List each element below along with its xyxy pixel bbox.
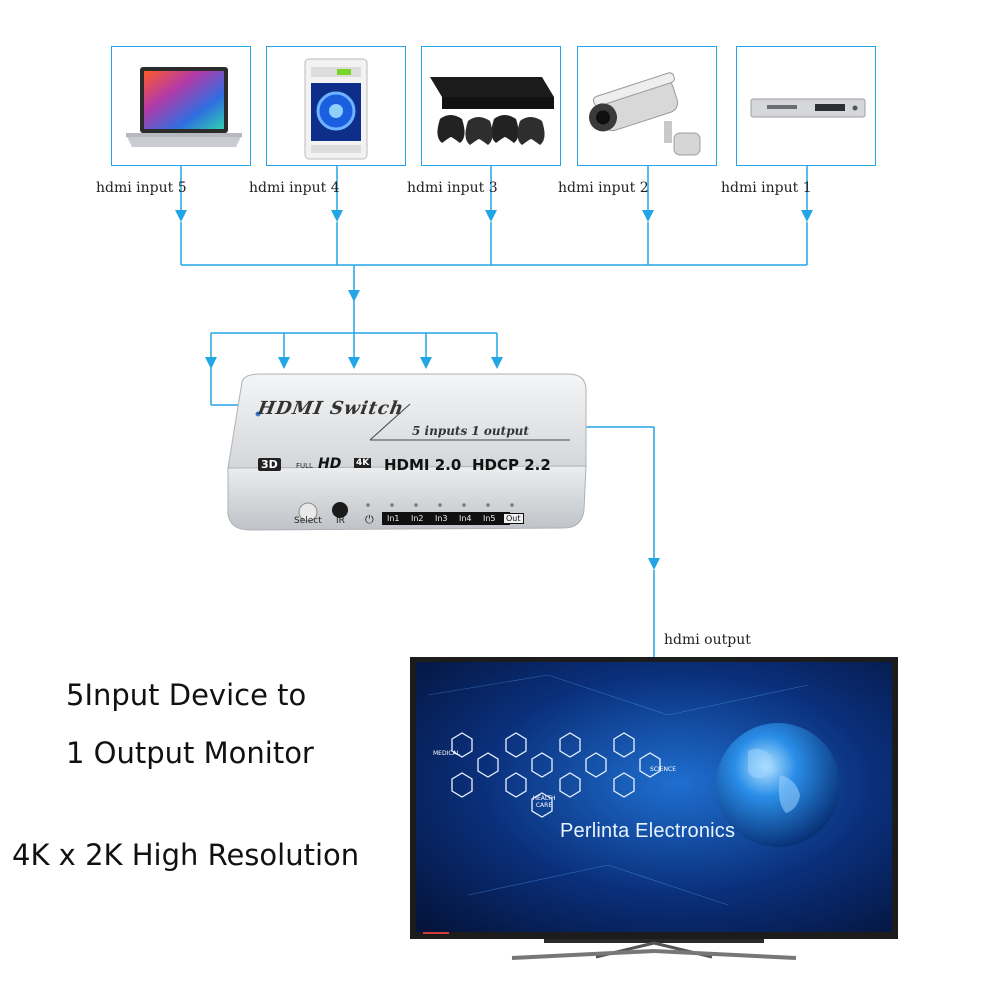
input-label-1: hdmi input 1	[721, 180, 812, 196]
badge-3d: 3D	[258, 458, 281, 471]
tv-monitor	[408, 655, 900, 970]
badge-4k: 4K	[354, 458, 371, 468]
select-button[interactable]: Select	[294, 516, 322, 526]
game-console-icon	[422, 47, 561, 166]
hdcp-spec: HDCP 2.2	[472, 456, 551, 474]
input-label-3: hdmi input 3	[407, 180, 498, 196]
port-label-in1: In1	[387, 514, 400, 523]
port-label-in3: In3	[435, 514, 448, 523]
security-camera-icon	[578, 47, 717, 166]
switch-subtitle: 5 inputs 1 output	[412, 424, 529, 438]
tv-icon-health-care: HEALTH CARE	[530, 795, 558, 809]
badge-hd: HD	[318, 456, 341, 472]
port-label-in5: In5	[483, 514, 496, 523]
hdmi-switch	[220, 370, 600, 540]
port-label-out: Out	[503, 513, 524, 524]
dvd-player-icon	[737, 47, 876, 166]
input-label-4: hdmi input 4	[249, 180, 340, 196]
hdmi-spec: HDMI 2.0	[384, 456, 461, 474]
laptop-icon	[112, 47, 251, 166]
ir-receiver: IR	[336, 516, 345, 526]
device-box-laptop	[111, 46, 251, 166]
input-label-5: hdmi input 5	[96, 180, 187, 196]
switch-title: HDMI Switch	[256, 398, 406, 419]
port-label-in2: In2	[411, 514, 424, 523]
caption-line-2: 1 Output Monitor	[66, 736, 314, 770]
badge-full: FULL	[296, 462, 313, 470]
device-box-desktop-pc	[266, 46, 406, 166]
device-box-security-camera	[577, 46, 717, 166]
power-icon: ⏻	[365, 513, 374, 527]
tv-icon-science: SCIENCE	[650, 766, 676, 773]
device-box-dvd-player	[736, 46, 876, 166]
desktop-pc-icon	[267, 47, 406, 166]
tv-icon-medical: MEDICAL	[433, 750, 460, 757]
device-box-game-console	[421, 46, 561, 166]
caption-line-3: 4K x 2K High Resolution	[12, 838, 359, 872]
tv-brand-text: Perlinta Electronics	[560, 820, 735, 843]
caption-line-1: 5Input Device to	[66, 678, 306, 712]
port-label-in4: In4	[459, 514, 472, 523]
output-label: hdmi output	[664, 632, 751, 648]
input-label-2: hdmi input 2	[558, 180, 649, 196]
